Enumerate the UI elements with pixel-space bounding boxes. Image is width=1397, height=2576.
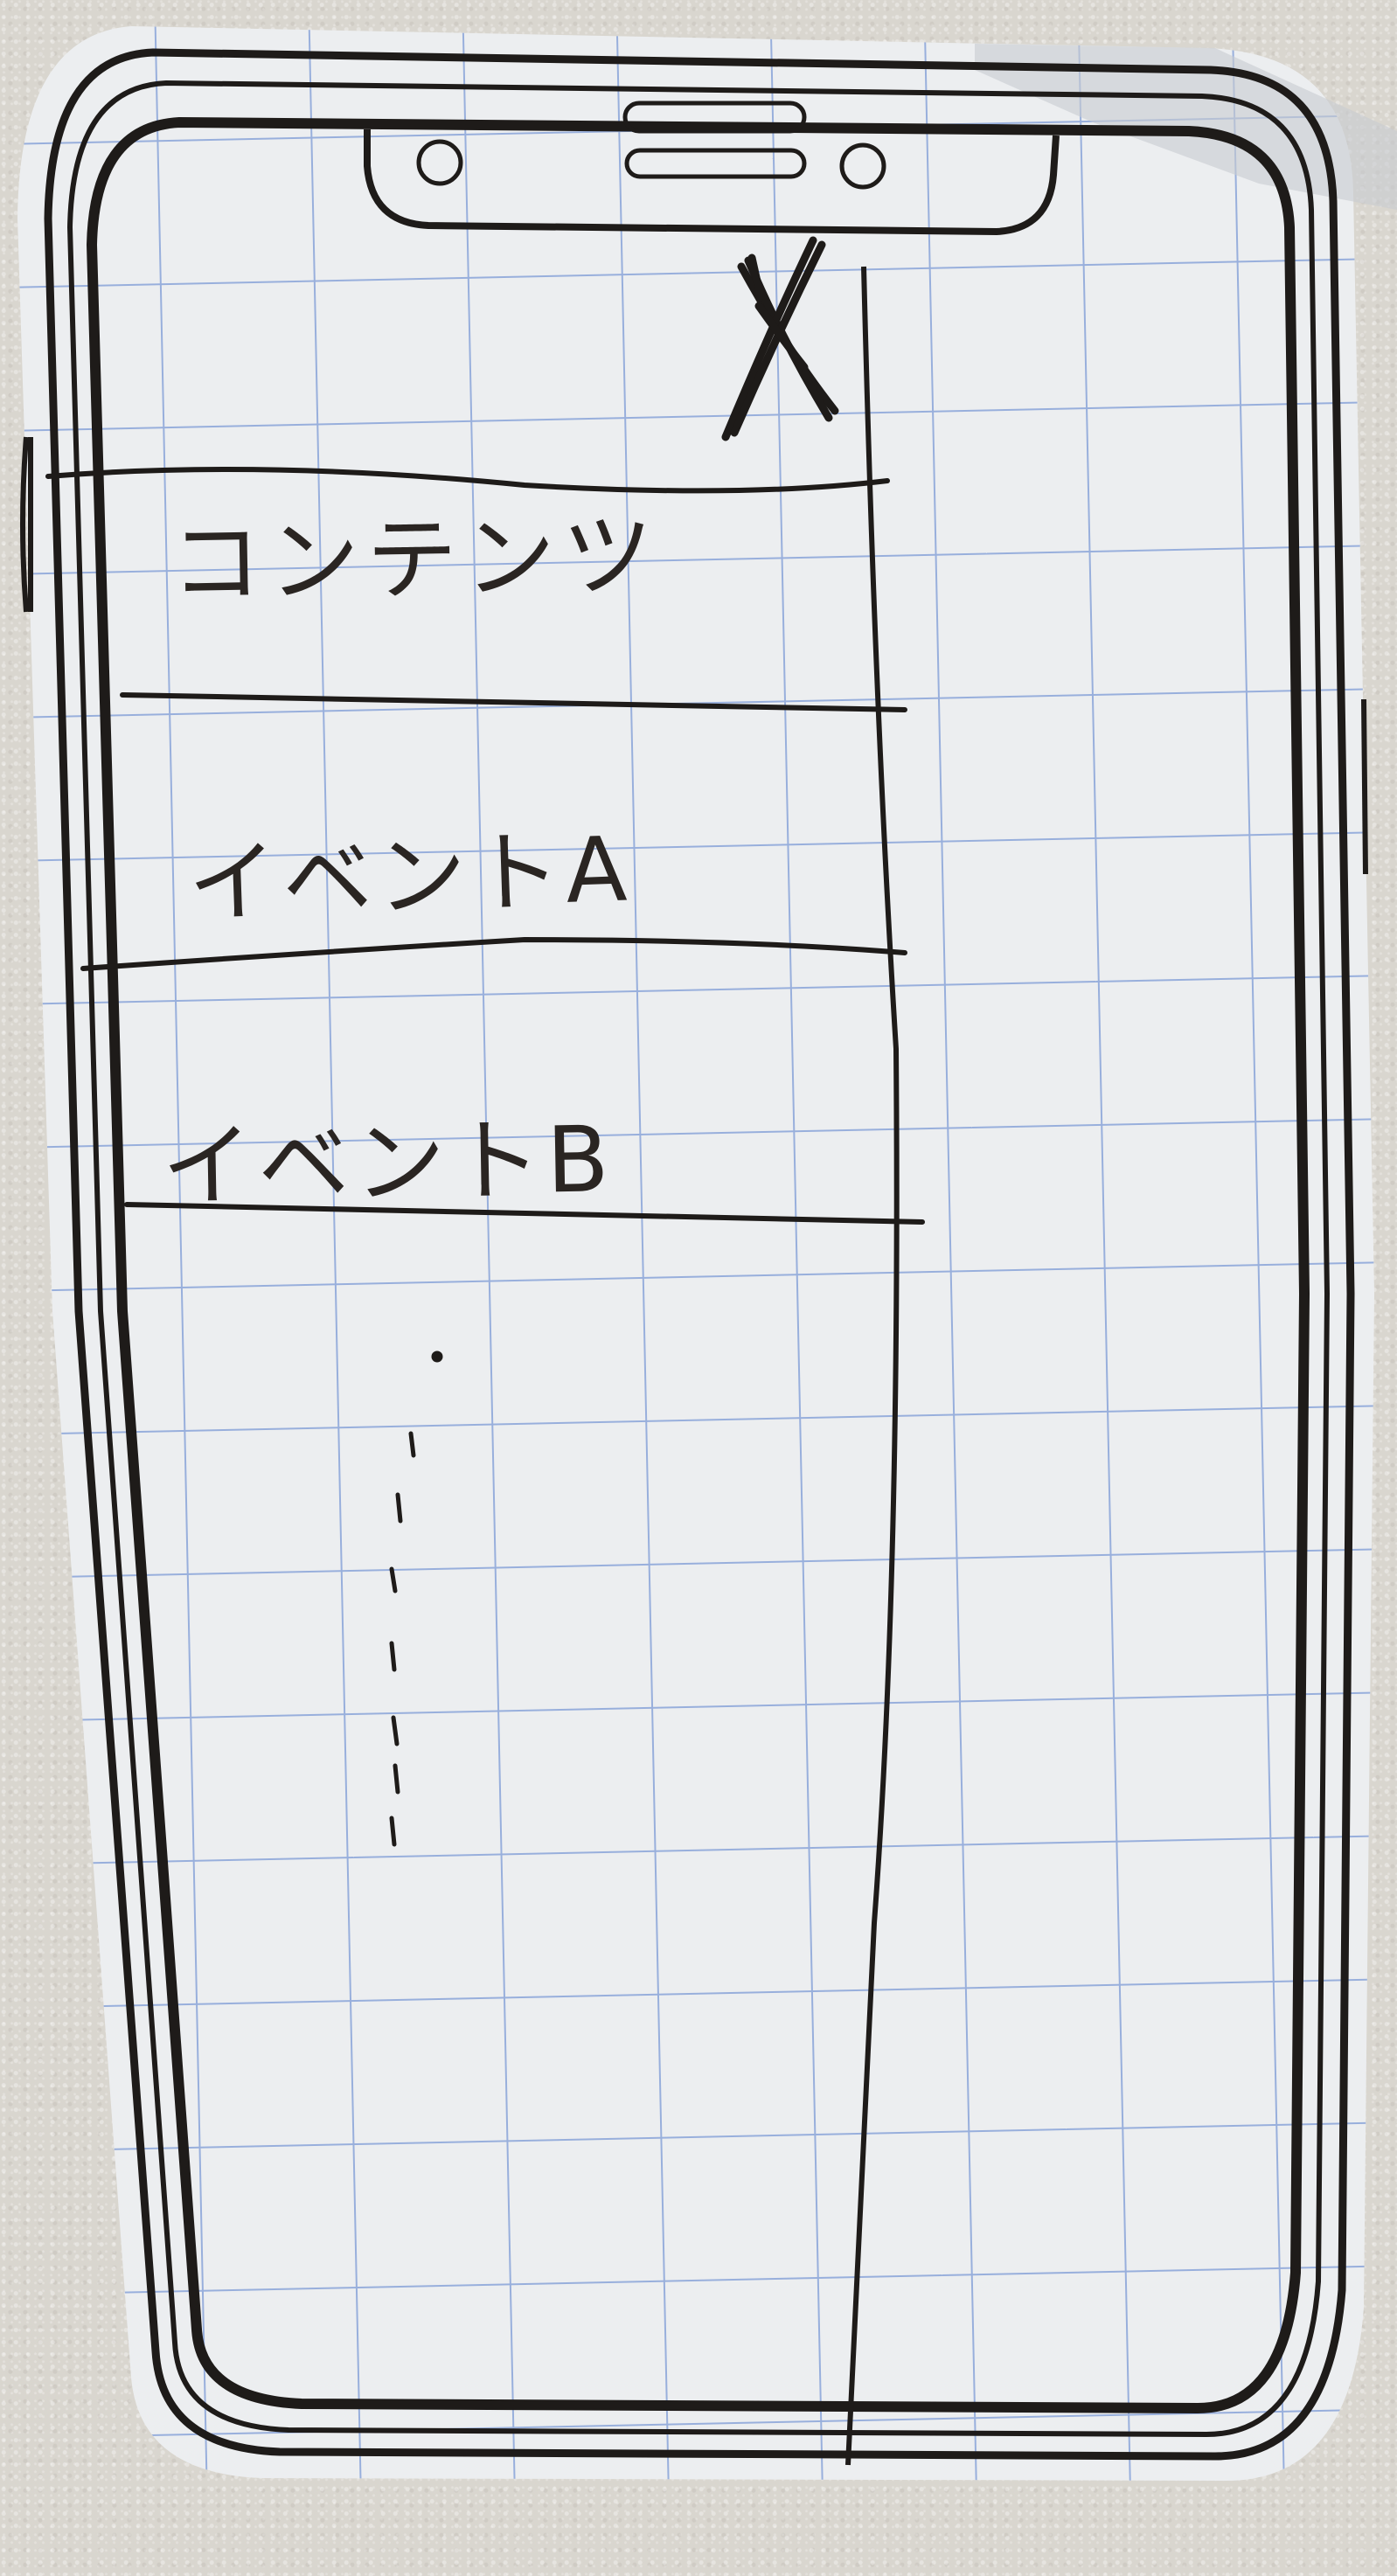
list-item-label: イベントB [161, 1105, 615, 1220]
close-button[interactable] [699, 236, 857, 446]
drawer-edge [845, 266, 900, 2466]
menu-title: コンテンツ [170, 502, 662, 617]
row-dividers [45, 467, 925, 1225]
list-item-label: イベントA [186, 817, 634, 937]
notch-details [416, 101, 886, 190]
more-indicator [389, 1350, 443, 1847]
phone-frame [20, 48, 1368, 2461]
close-icon [721, 236, 839, 441]
grid-paper [17, 26, 1374, 2482]
